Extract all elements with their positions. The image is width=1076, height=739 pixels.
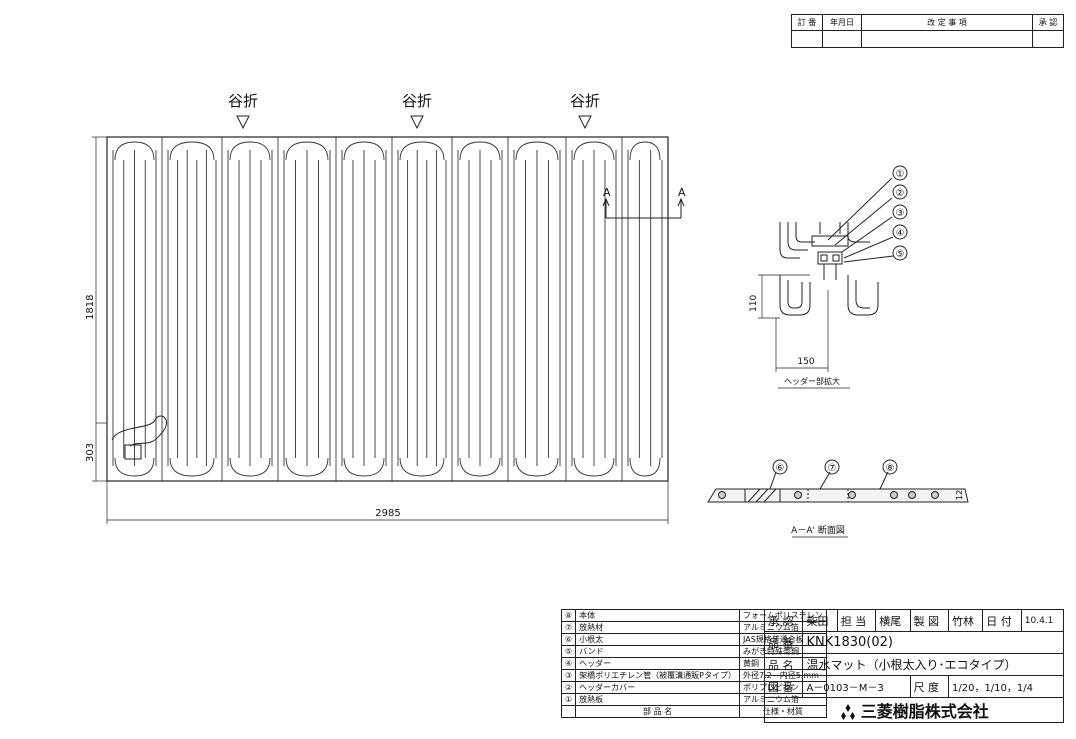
callout-8: ⑧ [886,463,895,474]
callout-7: ⑦ [828,463,837,474]
part-no-value: KNK1830(02) [802,631,1064,654]
three-diamonds-logo-icon [841,704,856,720]
dim-header: 303 [85,443,96,462]
approve-value: 柴田 [802,609,838,632]
fold-triangle-icon [236,115,250,130]
callout-5: ⑤ [896,249,905,260]
parts-name: 放熱材 [575,621,740,634]
parts-name: ヘッダーカバー [575,681,740,694]
parts-footer-no [560,705,577,718]
callout-4: ④ [896,228,905,239]
fold-triangle-icon [578,115,592,130]
detail-dim-h: 150 [797,357,814,367]
mat-panels [161,137,623,481]
revision-cell [1032,30,1064,48]
company-cell: 三菱樹脂株式会社 [764,697,1064,723]
draw-label: 製 図 [909,609,949,632]
scale-value: 1/20，1/10，1/4 [947,675,1065,698]
product-name-label: 品 名 [763,653,804,676]
drawing-no-label: 図 番 [763,675,804,698]
fold-triangle-icon [410,115,424,130]
callout-6: ⑥ [776,463,785,474]
mat-outline [106,136,669,482]
pipe-runs [112,141,663,477]
detail-caption: ヘッダー部拡大 [784,376,840,386]
parts-no: ⑤ [560,645,577,658]
header-fitting [124,444,142,460]
header-detail [758,165,908,372]
section-marker-a2: A [678,186,686,199]
fold-label: 谷折 [402,92,432,110]
dim-height: 1818 [85,295,96,320]
detail-dim-v: 110 [749,295,759,312]
parts-name: 小根太 [575,633,740,646]
parts-no: ⑧ [560,609,577,622]
callout-1: ① [896,169,905,180]
section-dim: 12 [955,490,964,500]
parts-no: ④ [560,657,577,670]
parts-no: ③ [560,669,577,682]
header-pipe-loop [111,415,167,447]
callout-3: ③ [896,208,905,219]
scale-label: 尺 度 [909,675,949,698]
charge-value: 横尾 [875,609,911,632]
parts-name: 架橋ポリエチレン管（被覆溝通販Pタイプ） [575,669,740,682]
parts-name: 放熱板 [575,693,740,706]
dim-width: 2985 [375,508,400,519]
product-name-value: 温水マット（小根太入り･エコタイプ） [802,653,1064,676]
parts-footer-name: 部 品 名 [575,705,740,718]
part-no-label: 品 番 [763,631,804,654]
fold-label: 谷折 [570,92,600,110]
parts-no: ⑥ [560,633,577,646]
section-view [707,459,969,503]
charge-label: 担 当 [836,609,877,632]
drawing-no-value: A－0103－M－3 [802,675,911,698]
parts-name: ヘッダー [575,657,740,670]
parts-name: 本体 [575,609,740,622]
date-label: 日 付 [982,609,1022,632]
parts-no: ② [560,681,577,694]
parts-no: ⑦ [560,621,577,634]
section-caption: A－A' 断面図 [791,524,845,536]
parts-no: ① [560,693,577,706]
title-block: 承 認 柴田 担 当 横尾 製 図 竹林 日 付 10.4.1 品 番 KNK1… [763,609,1065,723]
approve-label: 承 認 [763,609,804,632]
company-name: 三菱樹脂株式会社 [860,702,989,721]
fold-label: 谷折 [228,92,258,110]
section-marker-a: A [603,186,611,199]
callout-2: ② [896,188,905,199]
date-value: 10.4.1 [1020,609,1065,632]
draw-value: 竹林 [947,609,984,632]
parts-name: バンド [575,645,740,658]
revision-table: 訂 番 年月日 改 定 事 項 承 認 [791,14,1064,48]
